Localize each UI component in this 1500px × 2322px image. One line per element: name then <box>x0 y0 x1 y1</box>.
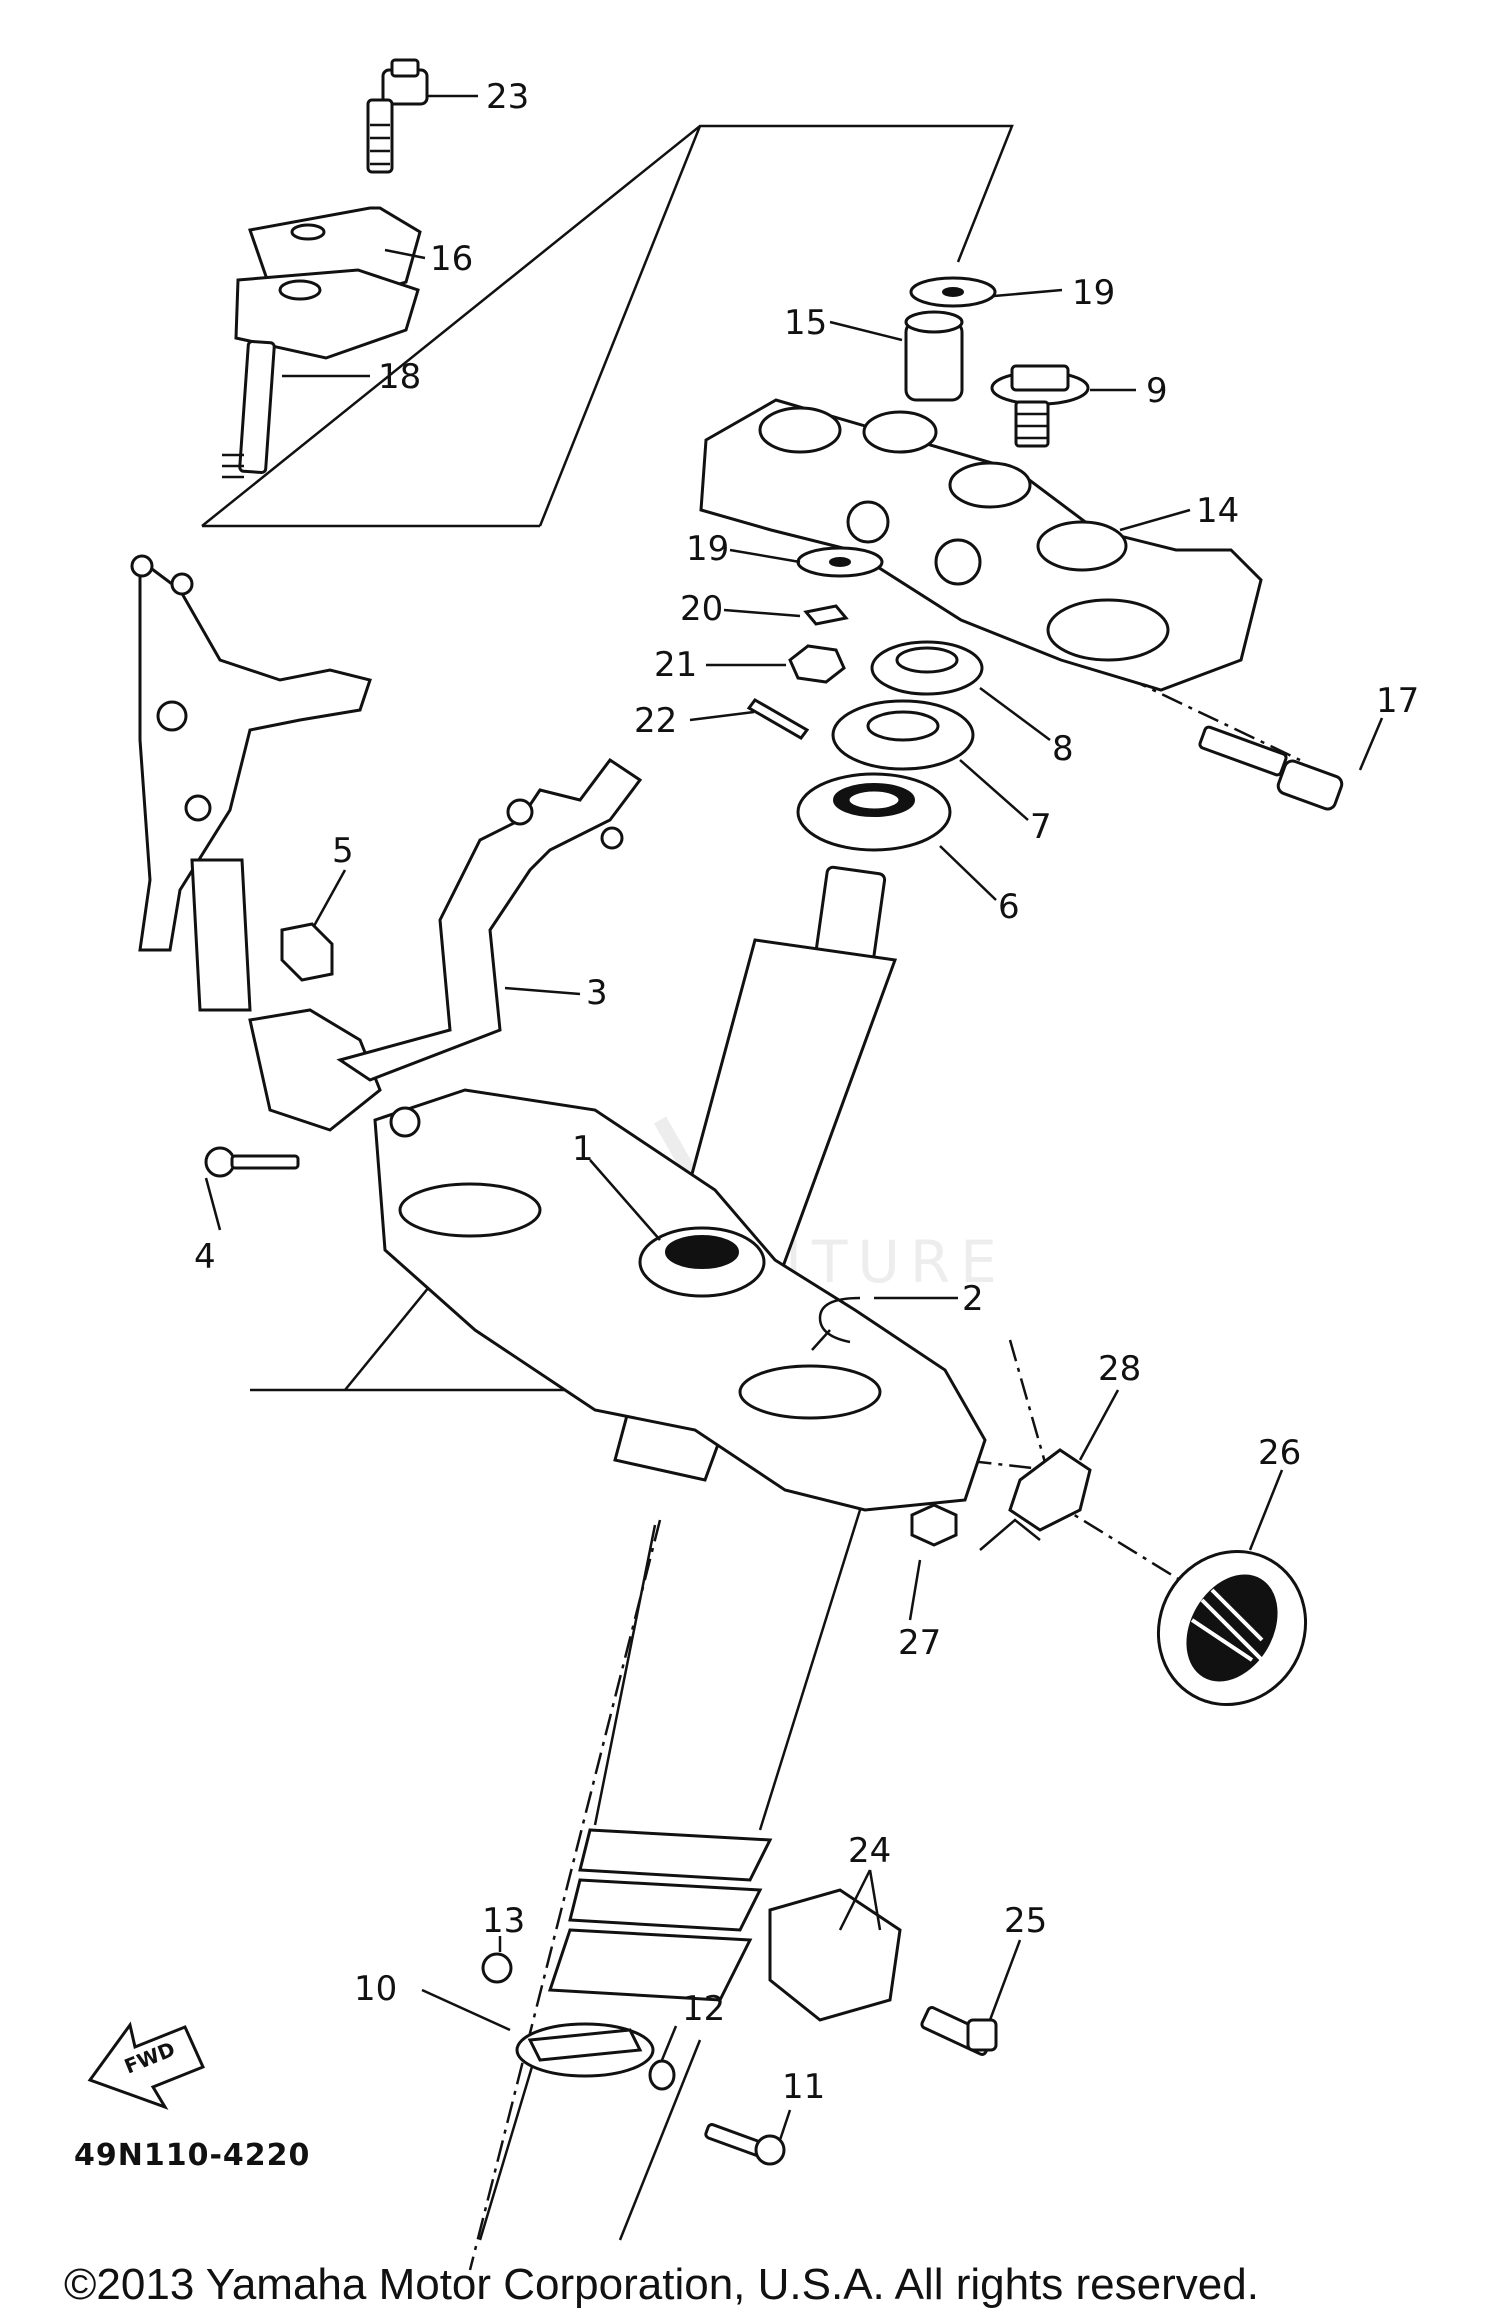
nut-21 <box>788 644 846 684</box>
callout-5: 5 <box>332 831 354 871</box>
callout-9: 9 <box>1146 371 1168 411</box>
callout-6: 6 <box>998 887 1020 927</box>
callout-13: 13 <box>482 1901 525 1941</box>
upper-handlebar-holder-17 <box>248 206 422 296</box>
fork-tube <box>478 1509 862 2241</box>
collar-15 <box>904 310 964 402</box>
reflector-group <box>910 1448 1308 1707</box>
callout-20: 20 <box>680 589 723 629</box>
callout-3: 3 <box>586 973 608 1013</box>
callout-10: 10 <box>354 1969 397 2009</box>
bolt-9 <box>990 364 1090 448</box>
callout-8: 8 <box>1052 729 1074 769</box>
callout-22: 22 <box>634 701 677 741</box>
callout-2: 2 <box>962 1279 984 1319</box>
callout-12: 12 <box>682 1989 725 2029</box>
fwd-arrow-icon: FWD <box>87 2021 206 2110</box>
callout-23: 23 <box>486 77 529 117</box>
bolt-11 <box>704 2123 786 2166</box>
ring-nut-8 <box>870 640 984 696</box>
lower-handlebar-holder-18 <box>222 268 420 479</box>
leader-lines <box>204 94 1384 2141</box>
callout-24: 24 <box>848 1831 891 1871</box>
nut-27 <box>910 1503 958 1547</box>
cable-guide-24 <box>768 1888 902 2022</box>
collar-12 <box>648 2059 676 2091</box>
under-bracket-group <box>373 865 987 1512</box>
fork-group <box>478 1509 998 2241</box>
upper-bracket-14 <box>699 398 1263 692</box>
callout-4: 4 <box>194 1237 216 1277</box>
diagram-code: 49N110-4220 <box>74 2138 311 2173</box>
clip-2 <box>811 1296 861 1351</box>
bearing-6 <box>796 772 952 852</box>
upper-bracket-group <box>699 276 1344 852</box>
callout-1: 1 <box>572 1129 594 1169</box>
callout-19-lower: 19 <box>686 529 729 569</box>
callout-11: 11 <box>782 2067 825 2107</box>
headlight-stay-group <box>130 554 643 1178</box>
cotter-pin-22 <box>746 698 810 740</box>
nut-13 <box>481 1952 513 1984</box>
callout-25: 25 <box>1004 1901 1047 1941</box>
reflector-26 <box>1156 1549 1308 1707</box>
bearing-1 <box>638 1226 766 1298</box>
callout-28: 28 <box>1098 1349 1141 1389</box>
callout-18: 18 <box>378 357 421 397</box>
lock-washer-20 <box>803 604 849 626</box>
under-bracket <box>373 1088 987 1512</box>
guide-lines <box>201 124 1301 2271</box>
bearing-cover-7 <box>831 699 975 771</box>
callout-14: 14 <box>1196 491 1239 531</box>
callout-15: 15 <box>784 303 827 343</box>
bolt-23 <box>366 58 429 174</box>
handlebar-holder-group <box>222 58 429 479</box>
bolt-16 <box>1198 725 1344 811</box>
callout-7: 7 <box>1030 807 1052 847</box>
callout-26: 26 <box>1258 1433 1301 1473</box>
callout-labels: 23 16 18 19 15 9 14 19 20 21 22 17 8 7 6… <box>194 77 1419 2107</box>
screw-4 <box>204 1146 300 1178</box>
copyright-notice: ©2013 Yamaha Motor Corporation, U.S.A. A… <box>64 2260 1259 2309</box>
callout-16: 17 <box>1376 681 1419 721</box>
cable-holder-10 <box>515 2022 655 2078</box>
headlight-stay <box>130 554 643 1138</box>
callout-17: 16 <box>430 239 473 279</box>
callout-21: 21 <box>654 645 697 685</box>
clip-5 <box>280 922 334 982</box>
callout-19-upper: 19 <box>1072 273 1115 313</box>
bolt-25 <box>920 2006 998 2056</box>
bracket-28 <box>1008 1448 1092 1532</box>
callout-27: 27 <box>898 1623 941 1663</box>
